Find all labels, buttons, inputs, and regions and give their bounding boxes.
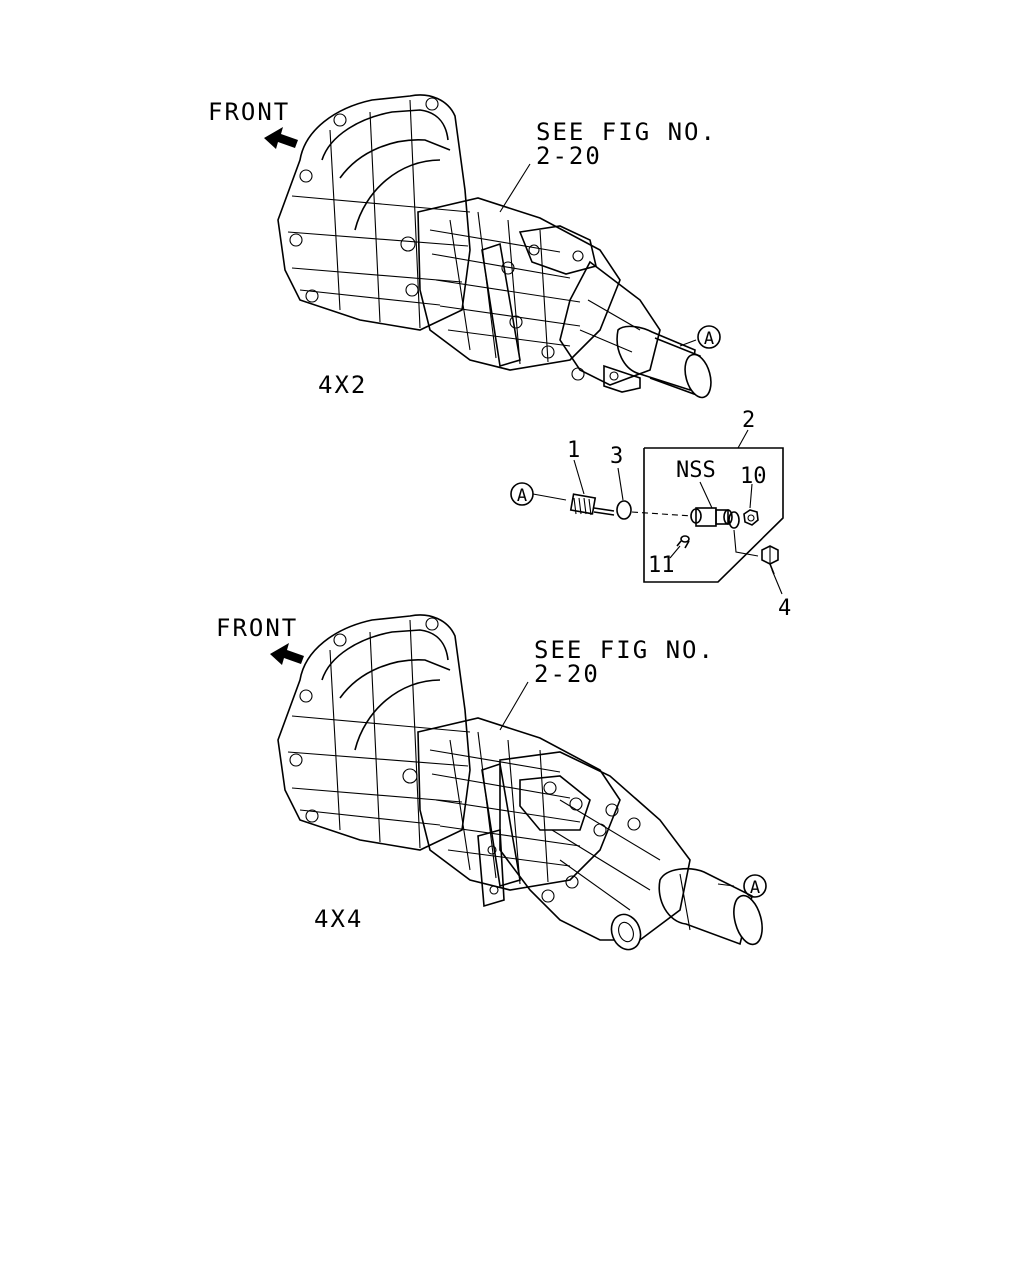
ref-marker-a-bottom	[743, 874, 767, 898]
ref-a-leader-bottom	[717, 883, 735, 887]
ref-marker-a-detail-text: A	[517, 486, 527, 506]
part-1-leader	[573, 459, 585, 495]
transmission-4x2-drawing	[277, 94, 712, 399]
ref-a-leader-top	[679, 339, 697, 347]
ref-marker-a-top	[697, 325, 721, 349]
part-10-label: 10	[740, 464, 767, 489]
variant-label-4x4: 4X4	[314, 905, 363, 933]
variant-label-4x2: 4X2	[318, 371, 367, 399]
ref-marker-a-bottom-text: A	[750, 878, 760, 898]
see-fig-leader-bottom	[499, 681, 529, 731]
front-arrow-icon	[264, 127, 298, 149]
part-1-label: 1	[567, 438, 580, 463]
speed-sensor-body	[690, 507, 740, 529]
nss-leader	[699, 481, 713, 509]
see-fig-line2-bottom: 2-20	[534, 660, 600, 688]
see-fig-line1-bottom: SEE FIG NO.	[534, 636, 715, 664]
o-ring-part-3	[616, 500, 632, 520]
part-10-leader	[749, 483, 753, 509]
transmission-4x2-view: FRONT SEE FIG NO. 2-20	[208, 94, 721, 399]
front-label-top: FRONT	[208, 98, 290, 126]
part-11-label: 11	[648, 553, 675, 578]
front-label-bottom: FRONT	[216, 614, 298, 642]
bolt-part-4	[761, 545, 779, 575]
assembly-axis	[631, 511, 693, 517]
nut-part-10	[743, 509, 759, 526]
see-fig-line2-top: 2-20	[536, 142, 602, 170]
bolt-guide-line	[733, 529, 759, 557]
driven-gear-part-1	[569, 493, 615, 516]
transmission-4x4-drawing	[277, 614, 763, 951]
part-4-label: 4	[778, 596, 791, 621]
part-2-leader	[737, 429, 749, 449]
nss-label: NSS	[676, 458, 716, 483]
assembly-box	[643, 447, 784, 583]
speedometer-parts-detail: A 1 3 2 NSS	[510, 408, 791, 621]
transmission-4x4-view: FRONT SEE FIG NO. 2-20	[216, 614, 767, 951]
pin-part-11	[676, 535, 690, 549]
front-arrow-icon-bottom	[270, 643, 304, 665]
part-11-leader	[669, 545, 681, 559]
part-2-label: 2	[742, 408, 755, 433]
part-3-label: 3	[610, 444, 623, 469]
part-4-leader	[771, 569, 783, 595]
ref-a-detail-leader	[532, 493, 567, 501]
part-3-leader	[617, 467, 624, 501]
ref-marker-a-top-text: A	[704, 329, 714, 349]
see-fig-leader-top	[499, 163, 531, 213]
see-fig-line1-top: SEE FIG NO.	[536, 118, 717, 146]
